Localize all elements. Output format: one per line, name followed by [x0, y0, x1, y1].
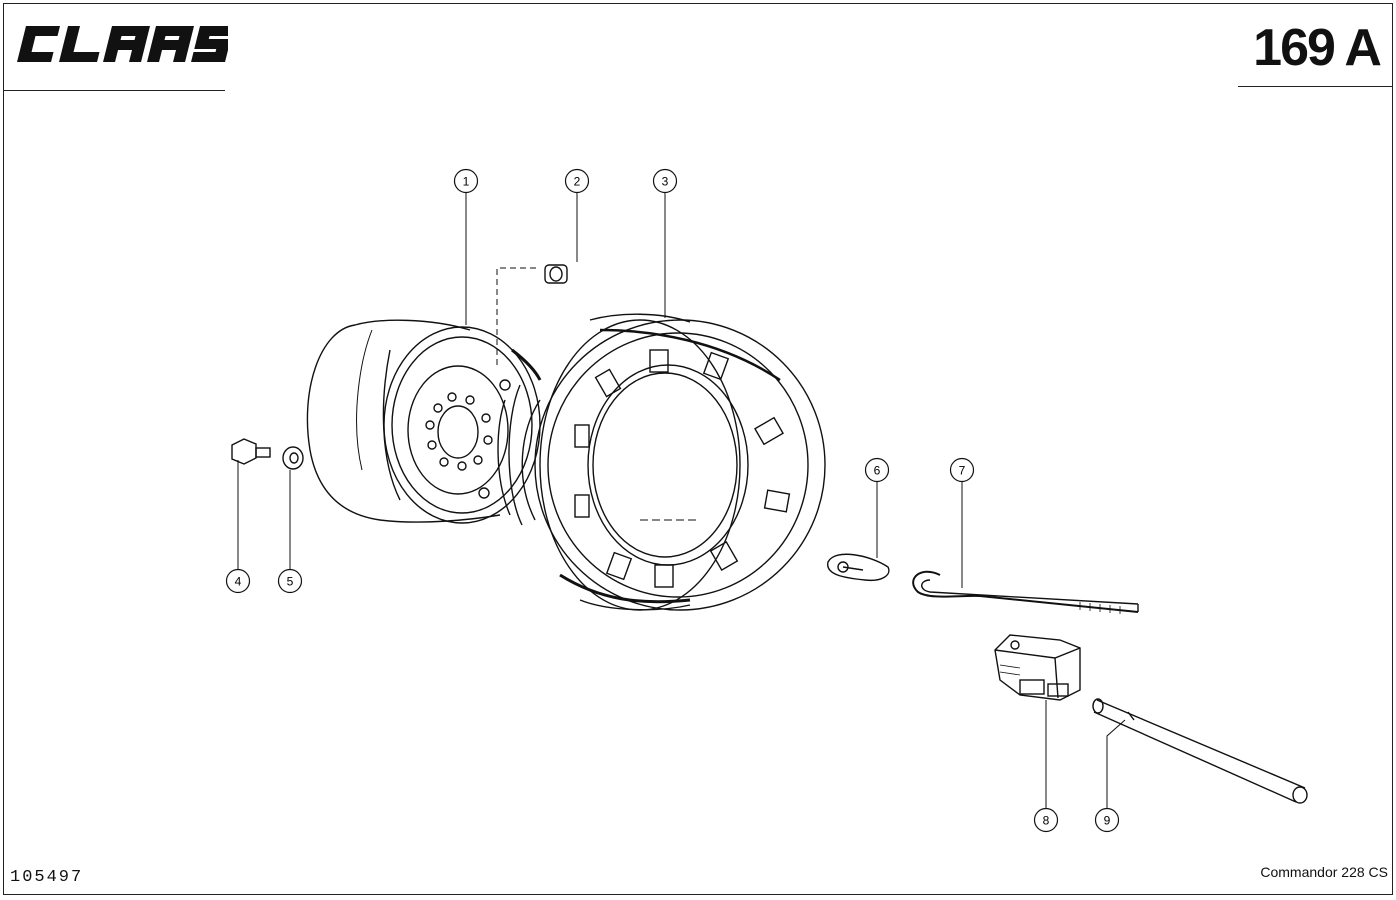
callout-5: 5	[277, 568, 303, 594]
leader-lines	[237, 193, 1126, 808]
svg-text:3: 3	[662, 175, 669, 189]
drawing-frame	[3, 3, 1393, 895]
svg-text:6: 6	[874, 464, 881, 478]
document-number: 105497	[10, 868, 84, 887]
inner-rim-part	[306, 319, 542, 524]
washer-part	[282, 446, 304, 470]
claas-logo	[17, 26, 228, 62]
hook-rod-part	[912, 570, 1139, 614]
clamp-block-part	[994, 634, 1081, 701]
callout-7: 7	[949, 457, 975, 483]
svg-text:7: 7	[959, 464, 966, 478]
callout-4: 4	[225, 568, 251, 594]
page-number: 169 A	[1253, 19, 1382, 77]
bracket-part	[827, 553, 890, 582]
outer-rim-part	[497, 313, 826, 611]
callout-6: 6	[864, 457, 890, 483]
page-number-underline	[1238, 86, 1393, 87]
cap-nut-part	[496, 264, 568, 365]
callout-2: 2	[564, 168, 590, 194]
callout-9: 9	[1094, 807, 1120, 833]
svg-text:9: 9	[1104, 814, 1111, 828]
bolt-part	[231, 438, 271, 465]
svg-text:8: 8	[1043, 814, 1050, 828]
callout-3: 3	[652, 168, 678, 194]
logo-underline	[3, 90, 225, 91]
tube-rod-part	[1092, 698, 1308, 804]
callout-1: 1	[453, 168, 479, 194]
model-name: Commandor 228 CS	[1260, 864, 1388, 880]
svg-text:5: 5	[287, 575, 294, 589]
svg-text:4: 4	[235, 575, 242, 589]
callout-8: 8	[1033, 807, 1059, 833]
svg-text:1: 1	[463, 175, 470, 189]
svg-text:2: 2	[574, 175, 581, 189]
